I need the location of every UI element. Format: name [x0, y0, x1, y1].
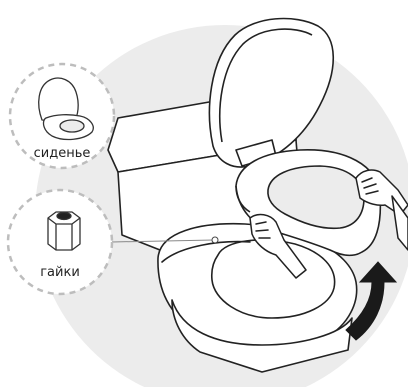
- callout-nuts-label: гайки: [40, 265, 80, 280]
- nut-position-dot: [212, 237, 218, 243]
- nut-icon: [48, 212, 80, 250]
- callout-nuts: гайки: [8, 190, 112, 294]
- callout-seat: сиденье: [10, 64, 114, 168]
- callout-seat-label: сиденье: [34, 146, 91, 161]
